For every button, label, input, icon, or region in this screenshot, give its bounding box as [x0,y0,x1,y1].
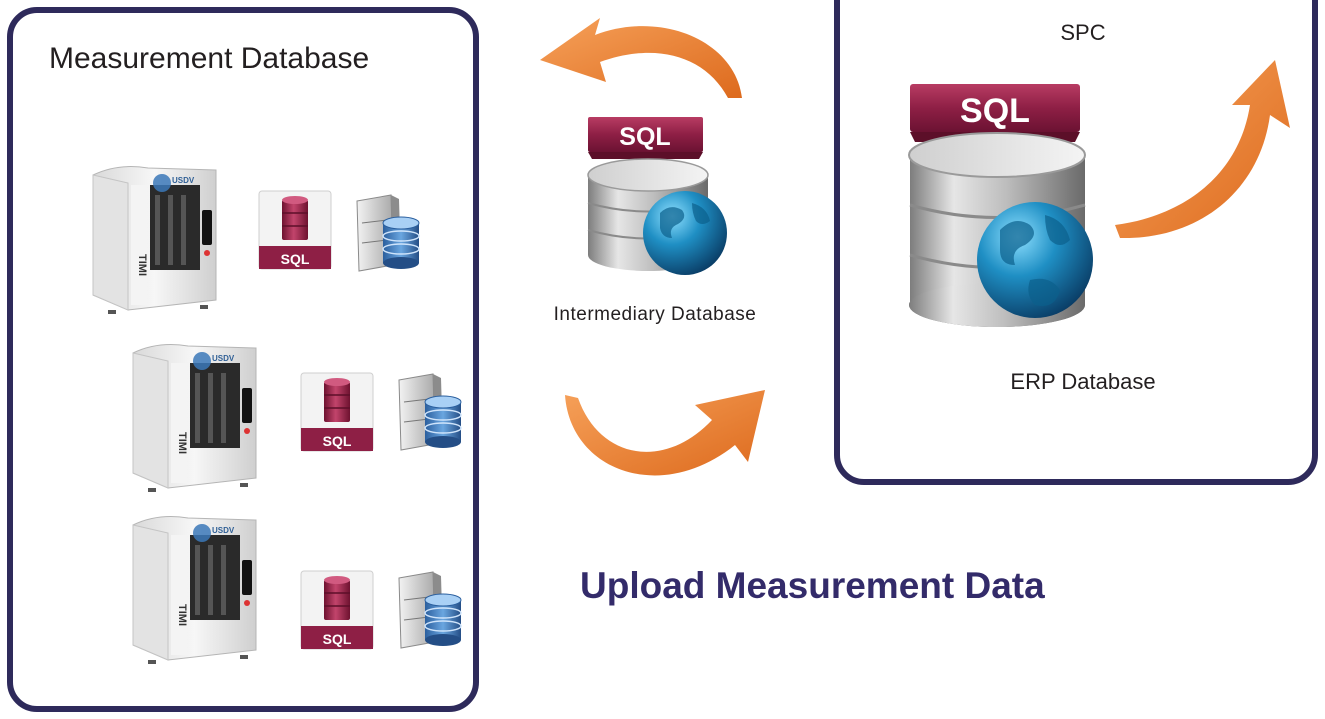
machine-brand-label: USDV [212,354,235,363]
arrow-bottom-icon [565,390,765,476]
server-database-icon [356,194,420,272]
measurement-database-title: Measurement Database [49,42,370,75]
sql-database-icon: SQL [300,570,374,650]
erp-sql-label: SQL [960,92,1030,130]
machine-model-label: TIMI [136,254,148,276]
sql-label: SQL [323,631,352,647]
server-database-icon [398,571,462,649]
machine-model-label: TIMI [176,432,188,454]
machine-model-label: TIMI [176,604,188,626]
erp-database-label: ERP Database [1010,369,1156,394]
machine-brand-label: USDV [212,526,235,535]
measuring-machine: TIMI USDV [92,166,217,314]
intermediary-database-icon: SQL [587,117,727,275]
upload-measurement-data-caption: Upload Measurement Data [580,565,1045,606]
server-database-icon [398,373,462,451]
measuring-machine: TIMI USDV [132,516,257,664]
intermediary-database-label: Intermediary Database [553,304,757,325]
spc-label: SPC [1060,20,1106,45]
sql-label: SQL [323,433,352,449]
arrow-top-icon [540,18,742,98]
sql-label: SQL [281,251,310,267]
measuring-machine: TIMI USDV [132,344,257,492]
erp-database-icon: SQL [908,84,1093,327]
machine-brand-label: USDV [172,176,195,185]
erp-globe-icon [977,202,1093,318]
sql-database-icon: SQL [258,190,332,270]
intermediary-sql-label: SQL [619,123,670,151]
sql-database-icon: SQL [300,372,374,452]
intermediary-globe-icon [643,191,727,275]
